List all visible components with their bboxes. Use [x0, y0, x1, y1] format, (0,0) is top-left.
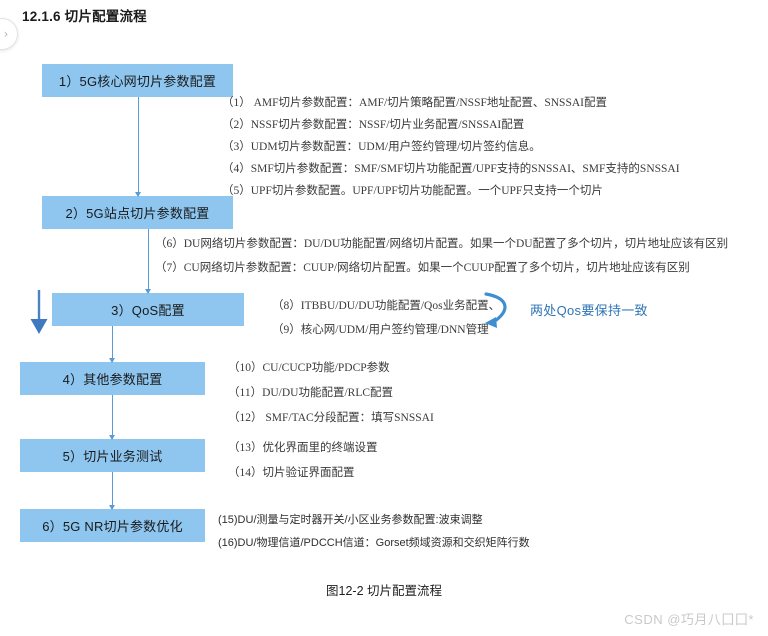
flow-step-other-params[interactable]: 4）其他参数配置	[20, 362, 205, 395]
flow-step-site-params[interactable]: 2）5G站点切片参数配置	[42, 196, 233, 229]
list-item: （12） SMF/TAC分段配置：填写SNSSAI	[228, 412, 434, 424]
list-item: （10）CU/CUCP功能/PDCP参数	[228, 362, 390, 374]
connector-arrow-5-6	[109, 472, 115, 510]
chevron-right-icon: ›	[3, 27, 9, 41]
connector-arrow-3-4	[109, 326, 115, 363]
item-list-site-params: （6）DU网络切片参数配置：DU/DU功能配置/网络切片配置。如果一个DU配置了…	[155, 232, 728, 280]
list-item: (16)DU/物理信道/PDCCH信道：Gorset频域资源和交织矩阵行数	[218, 537, 530, 549]
list-item: （14）切片验证界面配置	[228, 467, 355, 479]
down-arrow-icon	[28, 288, 50, 343]
flow-step-core-network[interactable]: 1）5G核心网切片参数配置	[42, 64, 233, 97]
list-item: （2）NSSF切片参数配置：NSSF/切片业务配置/SNSSAI配置	[222, 119, 525, 131]
list-item: （6）DU网络切片参数配置：DU/DU功能配置/网络切片配置。如果一个DU配置了…	[155, 238, 729, 250]
item-list-service-test: （13）优化界面里的终端设置 （14）切片验证界面配置	[228, 436, 378, 486]
connector-arrow-4-5	[109, 395, 115, 440]
list-item: （11）DU/DU功能配置/RLC配置	[228, 387, 394, 399]
figure-caption: 图12-2 切片配置流程	[326, 584, 442, 598]
curved-brace-arrow-icon	[478, 290, 522, 339]
list-item: （8）ITBBU/DU/DU功能配置/Qos业务配置、	[272, 300, 501, 312]
item-list-other-params: （10）CU/CUCP功能/PDCP参数 （11）DU/DU功能配置/RLC配置…	[228, 356, 434, 431]
list-item: （3）UDM切片参数配置：UDM/用户签约管理/切片签约信息。	[222, 141, 541, 153]
list-item: （5）UPF切片参数配置。UPF/UPF切片功能配置。一个UPF只支持一个切片	[222, 185, 603, 197]
list-item: （1） AMF切片参数配置：AMF/切片策略配置/NSSF地址配置、SNSSAI…	[222, 97, 607, 109]
item-list-nr-optimize: (15)DU/测量与定时器开关/小区业务参数配置:波束调整 (16)DU/物理信…	[218, 509, 530, 555]
list-item: (15)DU/测量与定时器开关/小区业务参数配置:波束调整	[218, 514, 483, 526]
item-list-core-network: （1） AMF切片参数配置：AMF/切片策略配置/NSSF地址配置、SNSSAI…	[222, 92, 680, 202]
page-title: 12.1.6 切片配置流程	[22, 9, 147, 24]
item-list-qos: （8）ITBBU/DU/DU功能配置/Qos业务配置、 （9）核心网/UDM/用…	[272, 294, 500, 342]
connector-arrow-1-2	[135, 97, 141, 197]
qos-consistency-note: 两处Qos要保持一致	[530, 303, 648, 318]
list-item: （7）CU网络切片参数配置：CUUP/网络切片配置。如果一个CUUP配置了多个切…	[155, 262, 690, 274]
connector-arrow-2-3	[145, 229, 151, 294]
list-item: （4）SMF切片参数配置：SMF/SMF切片功能配置/UPF支持的SNSSAI、…	[222, 163, 680, 175]
flow-step-nr-optimize[interactable]: 6）5G NR切片参数优化	[20, 509, 205, 542]
list-item: （13）优化界面里的终端设置	[228, 442, 378, 454]
csdn-watermark: CSDN @巧月八囗囗*	[624, 612, 754, 627]
flow-step-qos[interactable]: 3）QoS配置	[52, 293, 244, 326]
flow-step-service-test[interactable]: 5）切片业务测试	[20, 439, 205, 472]
list-item: （9）核心网/UDM/用户签约管理/DNN管理	[272, 324, 489, 336]
next-page-chevron-button[interactable]: ›	[0, 18, 18, 50]
